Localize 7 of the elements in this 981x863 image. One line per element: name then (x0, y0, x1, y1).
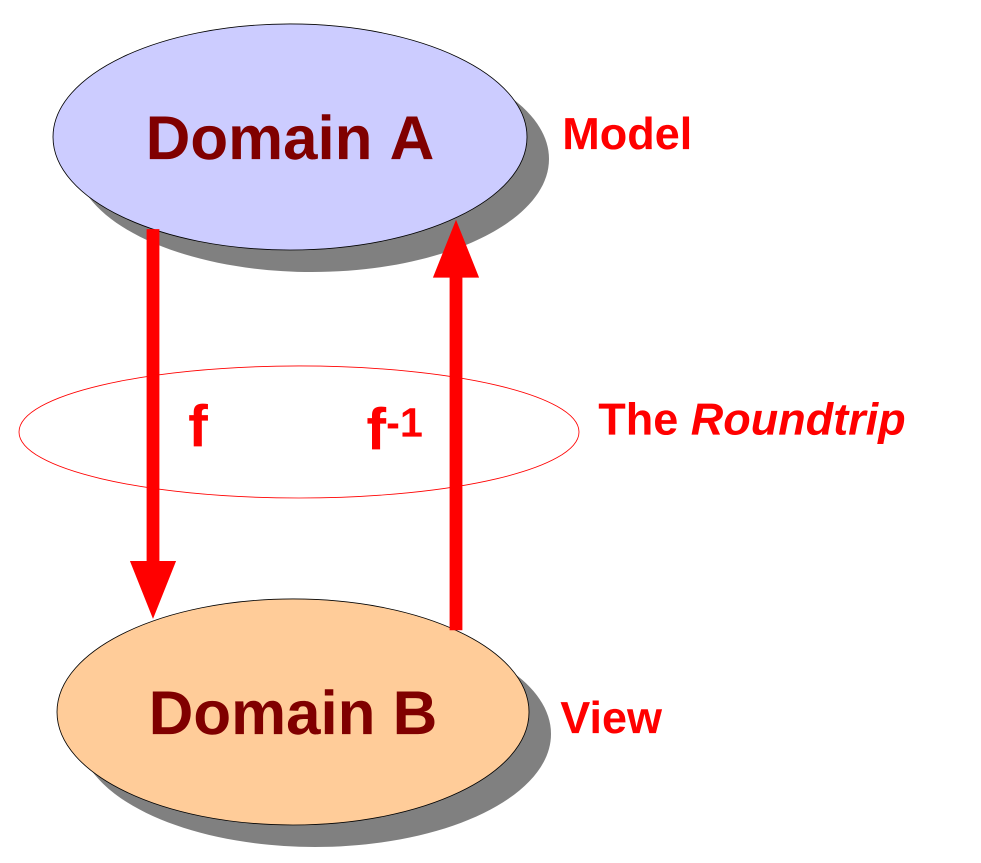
side-label: The Roundtrip (598, 402, 904, 444)
edge-label: f (189, 404, 208, 446)
edge-label: f$^{-1}$ (367, 406, 422, 450)
ellipse-node: Domain A (52, 24, 549, 272)
ellipse-node: Domain B (56, 598, 551, 847)
side-label: Model (565, 116, 690, 150)
side-label: View (560, 700, 662, 734)
